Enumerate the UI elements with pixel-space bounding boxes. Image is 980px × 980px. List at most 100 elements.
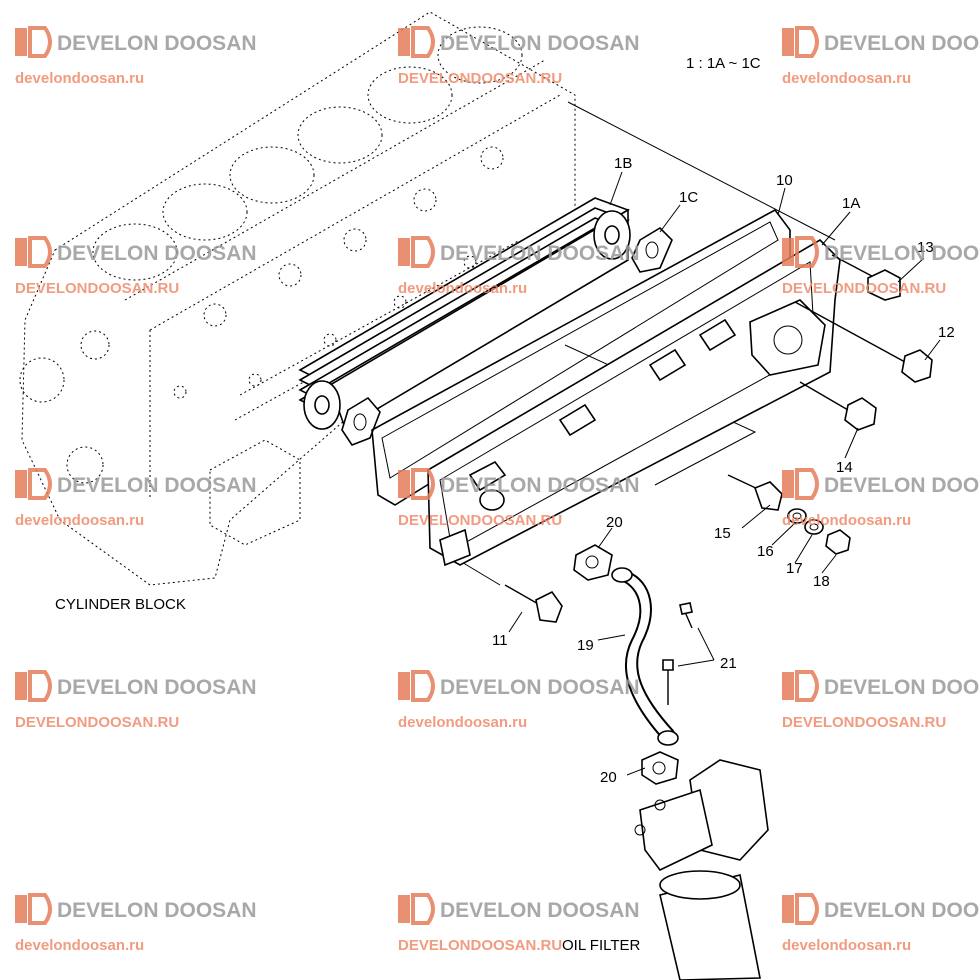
callout-18: 18 bbox=[813, 573, 830, 590]
watermark-url: DEVELONDOOSAN.RU bbox=[15, 714, 179, 731]
watermark-tile: DEVELON DOOSAN DEVELONDOOSAN.RU bbox=[398, 468, 640, 529]
callout-1b: 1B bbox=[614, 155, 632, 172]
watermark-brand: DEVELON DOOSAN bbox=[824, 676, 980, 699]
watermark-brand: DEVELON DOOSAN bbox=[57, 32, 257, 55]
callout-21: 21 bbox=[720, 655, 737, 672]
watermark-brand: DEVELON DOOSAN bbox=[57, 899, 257, 922]
watermark-brand: DEVELON DOOSAN bbox=[440, 899, 640, 922]
projection-line bbox=[567, 101, 836, 241]
watermark-url: develondoosan.ru bbox=[15, 512, 144, 529]
watermark-url: DEVELONDOOSAN.RU bbox=[15, 280, 179, 297]
watermark-brand: DEVELON DOOSAN bbox=[824, 899, 980, 922]
watermark-logo bbox=[15, 670, 52, 702]
watermark-tile: DEVELON DOOSAN DEVELONDOOSAN.RU bbox=[782, 236, 980, 297]
callout-12: 12 bbox=[938, 324, 955, 341]
watermark-tile: DEVELON DOOSAN develondoosan.ru bbox=[15, 26, 257, 87]
watermark-brand: DEVELON DOOSAN bbox=[57, 676, 257, 699]
callout-15: 15 bbox=[714, 525, 731, 542]
watermark-brand: DEVELON DOOSAN bbox=[57, 474, 257, 497]
watermark-tile: DEVELON DOOSAN develondoosan.ru bbox=[15, 468, 257, 529]
callout-19: 19 bbox=[577, 637, 594, 654]
oil-cooler-element-1b bbox=[298, 197, 631, 430]
leader-lines bbox=[508, 171, 941, 776]
watermark-logo bbox=[398, 670, 435, 702]
watermark-brand: DEVELON DOOSAN bbox=[824, 242, 980, 265]
nut-18 bbox=[825, 529, 851, 555]
watermark-brand: DEVELON DOOSAN bbox=[440, 242, 640, 265]
watermark-tile: DEVELON DOOSAN develondoosan.ru bbox=[782, 468, 980, 529]
watermark-brand: DEVELON DOOSAN bbox=[824, 474, 980, 497]
watermark-url: DEVELONDOOSAN.RU bbox=[398, 512, 562, 529]
washer-17 bbox=[804, 519, 824, 535]
watermark-tile: DEVELON DOOSAN develondoosan.ru bbox=[398, 236, 640, 297]
watermark-logo bbox=[782, 468, 819, 500]
watermark-url: develondoosan.ru bbox=[15, 70, 144, 87]
callout-20-lower: 20 bbox=[600, 769, 617, 786]
callout-1c: 1C bbox=[679, 189, 698, 206]
watermark-tile: DEVELON DOOSAN develondoosan.ru bbox=[15, 893, 257, 954]
watermark-url: develondoosan.ru bbox=[398, 280, 527, 297]
callout-20-upper: 20 bbox=[606, 514, 623, 531]
watermark-url: DEVELONDOOSAN.RU bbox=[398, 70, 562, 87]
watermark-url: develondoosan.ru bbox=[398, 714, 527, 731]
gasket-20-upper bbox=[573, 544, 613, 581]
cylinder-block-label: CYLINDER BLOCK bbox=[55, 596, 186, 613]
watermark-logo bbox=[15, 893, 52, 925]
watermark-logo bbox=[782, 236, 819, 268]
washer-16 bbox=[787, 508, 807, 524]
callout-16: 16 bbox=[757, 543, 774, 560]
watermark-brand: DEVELON DOOSAN bbox=[824, 32, 980, 55]
watermark-logo bbox=[782, 670, 819, 702]
gasket-1c bbox=[341, 226, 673, 446]
watermark-tile: DEVELON DOOSAN DEVELONDOOSAN.RU bbox=[15, 670, 257, 731]
bolt-13 bbox=[831, 254, 901, 301]
watermark-tile: DEVELON DOOSAN develondoosan.ru bbox=[782, 26, 980, 87]
watermark-brand: DEVELON DOOSAN bbox=[440, 676, 640, 699]
oil-cooler-cover-1a bbox=[427, 238, 841, 567]
watermark-logo bbox=[15, 26, 52, 58]
watermark-logo bbox=[15, 236, 52, 268]
watermark-logo bbox=[15, 468, 52, 500]
watermark-brand: DEVELON DOOSAN bbox=[440, 474, 640, 497]
callout-13: 13 bbox=[917, 239, 934, 256]
gasket-20-lower bbox=[641, 751, 679, 785]
watermark-url: DEVELONDOOSAN.RU bbox=[398, 937, 562, 954]
watermark-url: develondoosan.ru bbox=[782, 512, 911, 529]
watermark-brand: DEVELON DOOSAN bbox=[440, 32, 640, 55]
oil-pipe-19 bbox=[611, 567, 679, 746]
callout-1a: 1A bbox=[842, 195, 860, 212]
watermark-logo bbox=[398, 236, 435, 268]
watermark-logo bbox=[782, 893, 819, 925]
watermark-url: develondoosan.ru bbox=[782, 937, 911, 954]
oil-filter-drawing bbox=[634, 759, 769, 980]
watermark-logo bbox=[398, 468, 435, 500]
watermark-url: develondoosan.ru bbox=[15, 937, 144, 954]
callout-17: 17 bbox=[786, 560, 803, 577]
watermark-brand: DEVELON DOOSAN bbox=[57, 242, 257, 265]
callout-11: 11 bbox=[492, 632, 508, 649]
watermark-url: DEVELONDOOSAN.RU bbox=[782, 280, 946, 297]
oil-filter-label: OIL FILTER bbox=[562, 937, 641, 954]
watermark-logo bbox=[398, 26, 435, 58]
watermark-logo bbox=[782, 26, 819, 58]
watermark-url: DEVELONDOOSAN.RU bbox=[782, 714, 946, 731]
bolt-14 bbox=[799, 381, 877, 431]
watermark-tile: DEVELON DOOSAN develondoosan.ru bbox=[782, 893, 980, 954]
watermark-url: develondoosan.ru bbox=[782, 70, 911, 87]
watermark-logo bbox=[398, 893, 435, 925]
callout-10: 10 bbox=[776, 172, 793, 189]
stud-15 bbox=[727, 474, 783, 511]
ratio-note: 1 : 1A ~ 1C bbox=[686, 55, 761, 72]
watermark-tile: DEVELON DOOSAN DEVELONDOOSAN.RU bbox=[15, 236, 257, 297]
watermark-tile: DEVELON DOOSAN DEVELONDOOSAN.RU bbox=[398, 26, 640, 87]
stud-11 bbox=[504, 584, 563, 623]
bolt-12 bbox=[794, 301, 933, 383]
callout-14: 14 bbox=[836, 459, 853, 476]
bolt-21 bbox=[662, 602, 693, 705]
watermark-tile: DEVELON DOOSAN DEVELONDOOSAN.RU bbox=[782, 670, 980, 731]
watermark-tile: DEVELON DOOSAN develondoosan.ru bbox=[398, 670, 640, 731]
watermark-tile: DEVELON DOOSAN DEVELONDOOSAN.RU bbox=[398, 893, 640, 954]
